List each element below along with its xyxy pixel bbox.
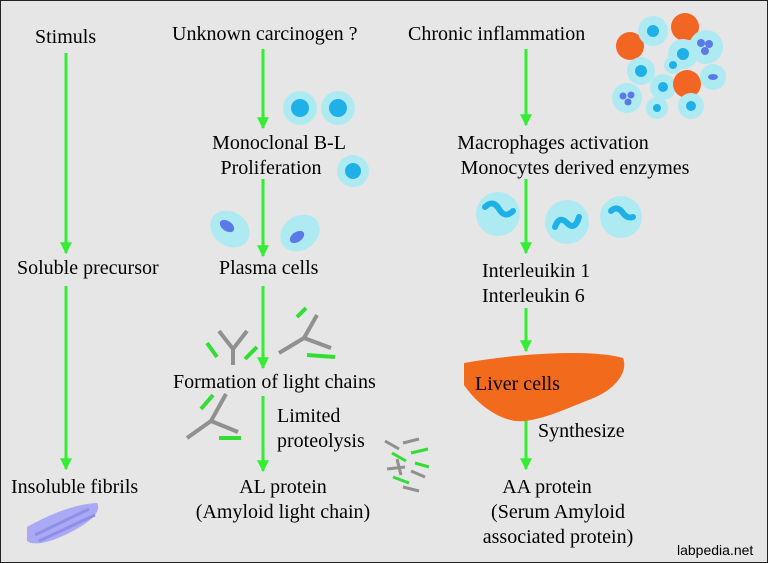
limited-label: Limited [277, 405, 341, 427]
aa-protein-desc-1: (Serum Amyloid [491, 501, 625, 523]
interleukin6-label: Interleukin 6 [482, 285, 585, 307]
watermark: labpedia.net [677, 542, 754, 558]
liver-cells-label: Liver cells [475, 373, 560, 395]
synthesize-label: Synthesize [538, 420, 625, 442]
monoclonal-bl-label: Monoclonal B-L [212, 132, 346, 154]
inflammation-cells-icon [612, 13, 726, 119]
chronic-inflammation-label: Chronic inflammation [408, 23, 586, 45]
neutrophil-icon [476, 192, 642, 244]
aa-protein-desc-2: associated protein) [482, 526, 634, 548]
al-protein-label: AL protein [239, 476, 327, 498]
plasma-cell-icon [210, 210, 320, 252]
carcinogen-label: Unknown carcinogen ? [172, 23, 358, 45]
al-protein-desc: (Amyloid light chain) [195, 501, 371, 523]
macrophages-label: Macrophages activation [457, 132, 649, 154]
plasma-cells-label: Plasma cells [219, 257, 319, 279]
aa-protein-label: AA protein [502, 476, 592, 498]
fibril-icon [27, 503, 99, 544]
insoluble-fibrils-label: Insoluble fibrils [11, 476, 139, 498]
antibody-icon [185, 306, 336, 440]
stimulus-label: Stimuls [35, 26, 97, 48]
light-chains-label: Formation of light chains [173, 371, 376, 393]
fragment-cluster-icon [384, 437, 430, 493]
liver-icon [464, 352, 625, 422]
interleukin1-label: Interleuikin 1 [482, 260, 591, 282]
b-lymphocyte-icon [283, 91, 369, 187]
proliferation-label: Proliferation [220, 157, 322, 179]
monocytes-label: Monocytes derived enzymes [460, 157, 690, 179]
soluble-precursor-label: Soluble precursor [17, 257, 159, 279]
proteolysis-label: proteolysis [277, 430, 365, 452]
